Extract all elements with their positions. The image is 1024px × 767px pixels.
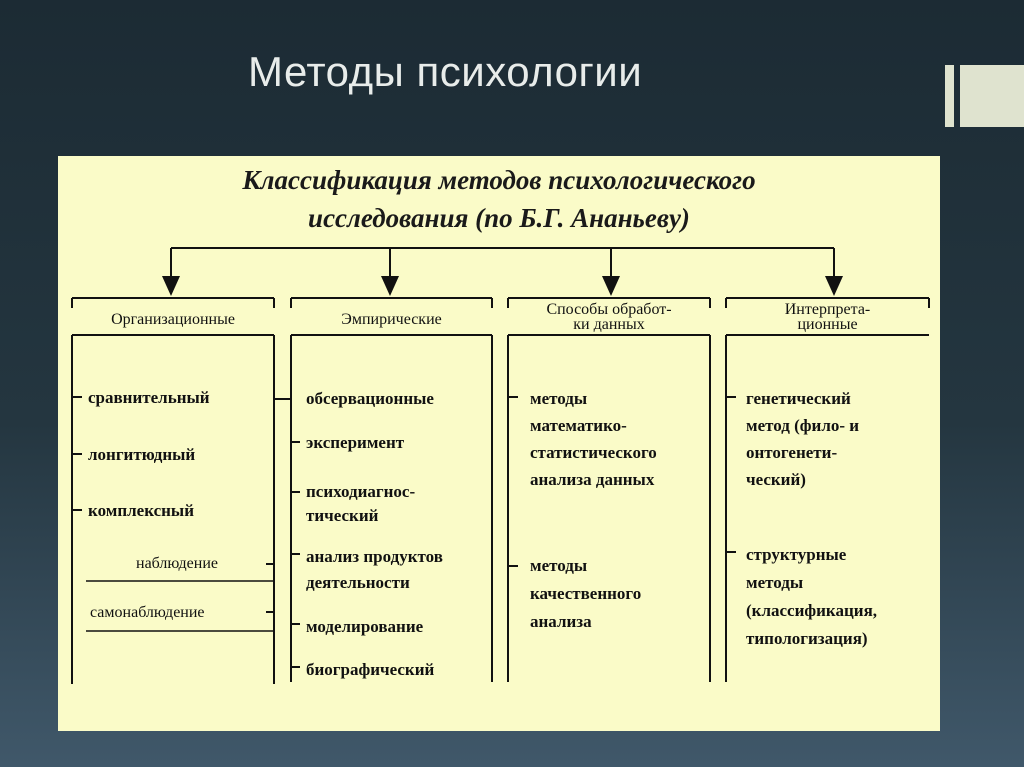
decorative-block [960, 65, 1024, 127]
column-header-empirical: Эмпирические [341, 311, 442, 328]
list-item: генетический метод (фило- и онтогенети- … [746, 389, 860, 489]
list-item: структурные методы (классификация, типол… [746, 545, 878, 648]
decorative-bar [945, 65, 954, 127]
list-item: сравнительный [88, 388, 210, 407]
diagram-connectors [71, 247, 930, 684]
list-item: методы качественного анализа [530, 556, 642, 631]
list-item: моделирование [306, 617, 424, 636]
slide-title: Методы психологии [248, 48, 643, 95]
list-item: комплексный [88, 501, 194, 520]
list-item: психодиагнос- тический [306, 482, 416, 525]
diagram-title-line2: исследования (по Б.Г. Ананьеву) [308, 203, 690, 233]
column-header-interpretive: Интерпрета- ционные [784, 301, 871, 333]
list-item: анализ продуктов деятельности [306, 547, 443, 592]
list-item: обсервационные [306, 389, 434, 408]
column-header-data-processing: Способы обработ- ки данных [546, 301, 672, 333]
column-header-organizational: Организационные [111, 311, 235, 328]
list-item: методы математико- статистического анали… [530, 389, 657, 489]
diagram-title-line1: Классификация методов психологического [242, 165, 756, 195]
list-item: биографический [306, 660, 435, 679]
sub-item-self-observation: самонаблюдение [90, 604, 205, 621]
list-item: эксперимент [306, 433, 405, 452]
list-item: лонгитюдный [88, 445, 196, 464]
diagram-panel: Классификация методов психологического и… [58, 156, 940, 731]
sub-item-observation: наблюдение [136, 555, 218, 572]
